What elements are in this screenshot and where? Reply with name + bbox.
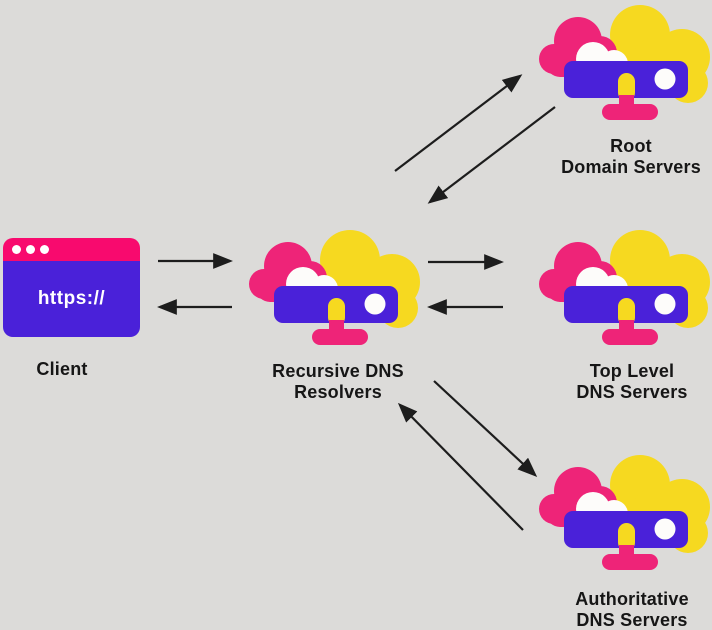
recursive-resolver-icon	[246, 228, 424, 348]
browser-body: https://	[3, 261, 140, 337]
authoritative-dns-servers-label: Authoritative DNS Servers	[575, 589, 689, 630]
browser-window-icon: https://	[3, 238, 140, 337]
window-dot-icon	[26, 245, 35, 254]
window-dot-icon	[12, 245, 21, 254]
window-dot-icon	[40, 245, 49, 254]
arrow-auth-to-recursive	[397, 402, 524, 531]
top-level-dns-servers-label: Top Level DNS Servers	[576, 361, 688, 402]
authoritative-dns-servers-icon	[536, 453, 712, 573]
arrow-recursive-to-root	[394, 74, 523, 172]
root-domain-servers-label: Root Domain Servers	[561, 136, 701, 177]
top-level-dns-servers-icon	[536, 228, 712, 348]
root-domain-servers-icon	[536, 3, 712, 123]
recursive-resolver-label: Recursive DNS Resolvers	[272, 361, 404, 402]
browser-titlebar	[3, 238, 140, 261]
client-label: Client	[36, 359, 88, 379]
arrow-recursive-to-auth	[433, 380, 538, 478]
browser-url-text: https://	[37, 288, 106, 309]
